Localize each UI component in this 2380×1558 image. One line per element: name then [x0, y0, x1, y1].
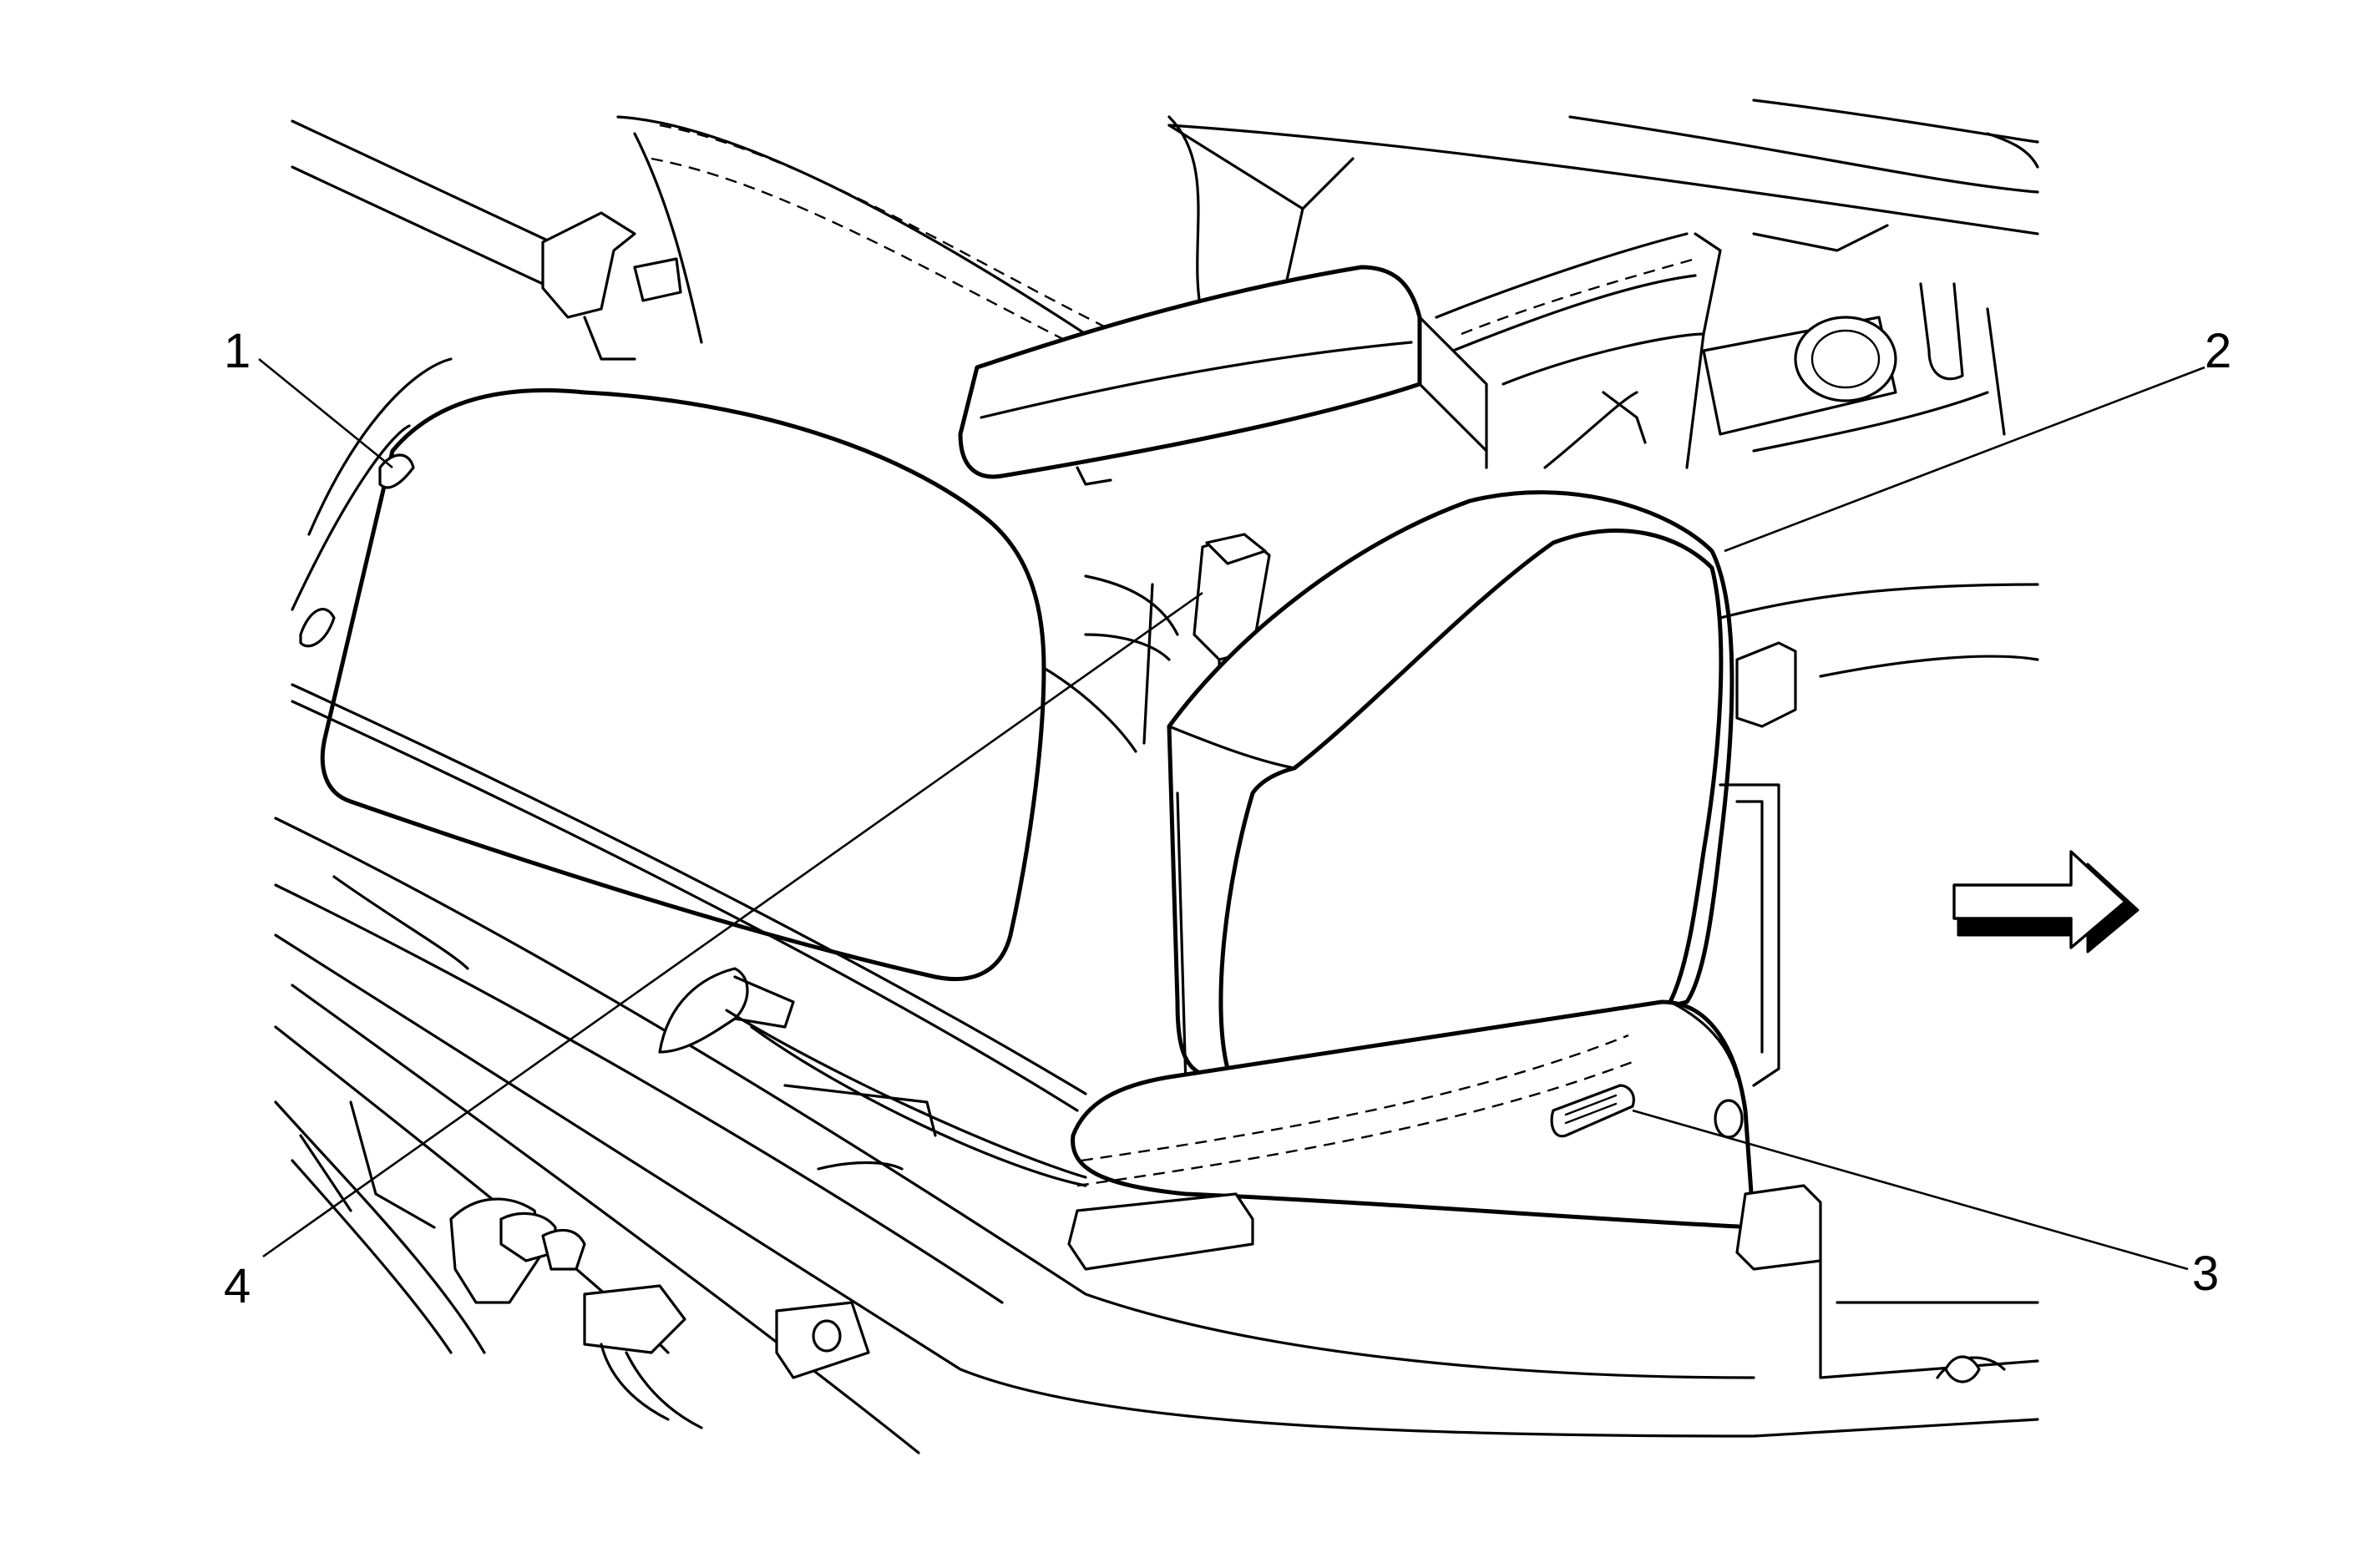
- leader-3: [1632, 1109, 2189, 1271]
- leader-lines: [258, 357, 2205, 1271]
- forward-arrow-icon: [1952, 850, 2139, 954]
- seat-belt-lower-anchor: [658, 967, 1254, 1271]
- seat-adjuster-switch: [1550, 1084, 1635, 1138]
- leader-4: [262, 591, 1203, 1258]
- leader-2: [1724, 366, 2205, 553]
- lower-mechanism: [299, 1100, 870, 1429]
- rear-seat: [616, 99, 2039, 361]
- leader-1: [258, 357, 393, 469]
- center-console: [1435, 224, 2006, 469]
- callout-3: 3: [2192, 1247, 2219, 1301]
- rear-seat-belt: [291, 119, 682, 361]
- seat-rails: [1719, 583, 2039, 1383]
- callout-4: 4: [224, 1259, 251, 1313]
- seat-belt-buckle: [1084, 533, 1271, 695]
- center-armrest: [958, 265, 1488, 486]
- callout-1: 1: [224, 324, 251, 378]
- callout-2: 2: [2205, 324, 2231, 378]
- front-seat: [1071, 490, 1780, 1230]
